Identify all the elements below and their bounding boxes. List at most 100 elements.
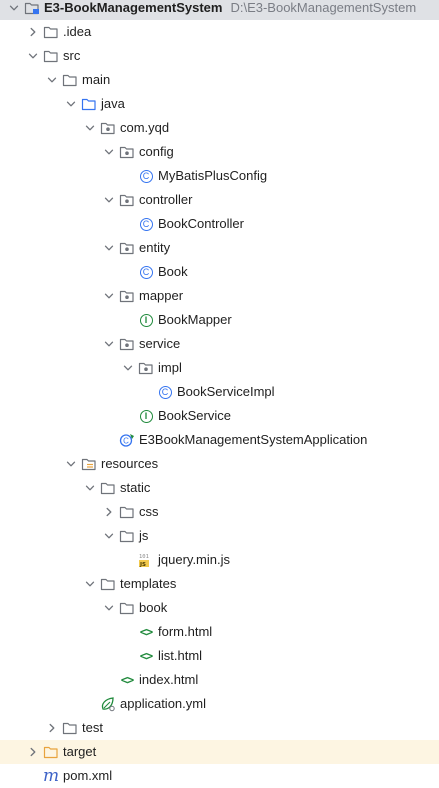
spring-boot-class-icon: C xyxy=(119,432,135,448)
tree-row-package-com-yqd[interactable]: com.yqd xyxy=(0,116,439,140)
svg-text:C: C xyxy=(123,437,129,446)
tree-item-label: MyBatisPlusConfig xyxy=(158,168,268,183)
class-icon: C xyxy=(138,168,154,184)
tree-item-label: controller xyxy=(139,192,193,207)
folder-icon xyxy=(119,600,135,616)
html-file-icon: <> xyxy=(120,673,134,687)
chevron-down-icon[interactable] xyxy=(101,192,117,208)
chevron-down-icon[interactable] xyxy=(101,240,117,256)
tree-row-folder-test[interactable]: test xyxy=(0,716,439,740)
class-icon: C xyxy=(138,216,154,232)
tree-item-label: E3-BookManagementSystem xyxy=(44,0,223,15)
chevron-down-icon[interactable] xyxy=(63,456,79,472)
chevron-right-icon[interactable] xyxy=(44,720,60,736)
interface-icon: I xyxy=(138,312,154,328)
tree-row-file-list-html[interactable]: <> list.html xyxy=(0,644,439,668)
tree-row-file-bookservice[interactable]: I BookService xyxy=(0,404,439,428)
tree-item-label: form.html xyxy=(158,624,213,639)
chevron-down-icon[interactable] xyxy=(120,360,136,376)
package-icon xyxy=(138,360,154,376)
tree-item-label: main xyxy=(82,72,111,87)
tree-row-folder-js[interactable]: js xyxy=(0,524,439,548)
chevron-down-icon[interactable] xyxy=(82,480,98,496)
tree-item-label: config xyxy=(139,144,174,159)
tree-row-folder-idea[interactable]: .idea xyxy=(0,20,439,44)
tree-row-folder-resources[interactable]: resources xyxy=(0,452,439,476)
tree-row-file-bookcontroller[interactable]: C BookController xyxy=(0,212,439,236)
tree-row-folder-css[interactable]: css xyxy=(0,500,439,524)
tree-item-label: impl xyxy=(158,360,182,375)
tree-item-label: pom.xml xyxy=(63,768,113,783)
folder-icon xyxy=(100,576,116,592)
folder-icon xyxy=(43,24,59,40)
chevron-down-icon[interactable] xyxy=(101,144,117,160)
folder-icon xyxy=(100,480,116,496)
tree-item-label: list.html xyxy=(158,648,203,663)
chevron-right-icon[interactable] xyxy=(25,744,41,760)
tree-item-label: jquery.min.js xyxy=(158,552,231,567)
chevron-down-icon[interactable] xyxy=(101,600,117,616)
chevron-down-icon[interactable] xyxy=(6,0,22,16)
chevron-down-icon[interactable] xyxy=(101,528,117,544)
tree-item-label: static xyxy=(120,480,151,495)
chevron-down-icon[interactable] xyxy=(25,48,41,64)
tree-item-label: BookController xyxy=(158,216,244,231)
package-icon xyxy=(119,336,135,352)
chevron-down-icon[interactable] xyxy=(101,336,117,352)
tree-row-file-form-html[interactable]: <>form.html xyxy=(0,620,439,644)
chevron-right-icon[interactable] xyxy=(101,504,117,520)
package-icon xyxy=(119,240,135,256)
chevron-down-icon[interactable] xyxy=(44,72,60,88)
tree-item-label: index.html xyxy=(139,672,199,687)
chevron-down-icon[interactable] xyxy=(63,96,79,112)
chevron-right-icon[interactable] xyxy=(25,24,41,40)
tree-row-project-root[interactable]: E3-BookManagementSystem D:\E3-BookManagem… xyxy=(0,0,439,20)
source-folder-icon xyxy=(81,96,97,112)
tree-row-file-application-yml[interactable]: application.yml xyxy=(0,692,439,716)
tree-row-file-index-html[interactable]: <> index.html xyxy=(0,668,439,692)
tree-row-package-mapper[interactable]: mapper xyxy=(0,284,439,308)
tree-item-label: com.yqd xyxy=(120,120,170,135)
folder-icon xyxy=(43,48,59,64)
tree-item-label: BookService xyxy=(158,408,231,423)
class-icon: C xyxy=(157,384,173,400)
tree-item-label: css xyxy=(139,504,159,519)
tree-row-package-controller[interactable]: controller xyxy=(0,188,439,212)
tree-row-folder-book[interactable]: book xyxy=(0,596,439,620)
tree-item-label: mapper xyxy=(139,288,184,303)
tree-item-label: target xyxy=(63,744,97,759)
maven-file-icon: m xyxy=(42,766,60,786)
tree-row-folder-main[interactable]: main xyxy=(0,68,439,92)
chevron-down-icon[interactable] xyxy=(101,288,117,304)
tree-row-package-impl[interactable]: impl xyxy=(0,356,439,380)
tree-row-package-service[interactable]: service xyxy=(0,332,439,356)
interface-icon: I xyxy=(138,408,154,424)
html-file-icon: <> xyxy=(139,649,153,663)
tree-row-folder-java[interactable]: java xyxy=(0,92,439,116)
tree-item-label: entity xyxy=(139,240,171,255)
tree-row-package-config[interactable]: config xyxy=(0,140,439,164)
chevron-down-icon[interactable] xyxy=(82,576,98,592)
tree-row-folder-static[interactable]: static xyxy=(0,476,439,500)
chevron-down-icon[interactable] xyxy=(82,120,98,136)
tree-row-file-mybatisplusconfig[interactable]: C MyBatisPlusConfig xyxy=(0,164,439,188)
tree-item-label: test xyxy=(82,720,103,735)
tree-item-label: service xyxy=(139,336,181,351)
module-folder-icon xyxy=(24,0,40,16)
tree-row-folder-templates[interactable]: templates xyxy=(0,572,439,596)
tree-item-label: .idea xyxy=(63,24,92,39)
tree-row-package-entity[interactable]: entity xyxy=(0,236,439,260)
tree-row-folder-target[interactable]: target xyxy=(0,740,439,764)
tree-row-folder-src[interactable]: src xyxy=(0,44,439,68)
project-path: D:\E3-BookManagementSystem xyxy=(230,0,417,15)
excluded-folder-icon xyxy=(43,744,59,760)
class-icon: C xyxy=(138,264,154,280)
